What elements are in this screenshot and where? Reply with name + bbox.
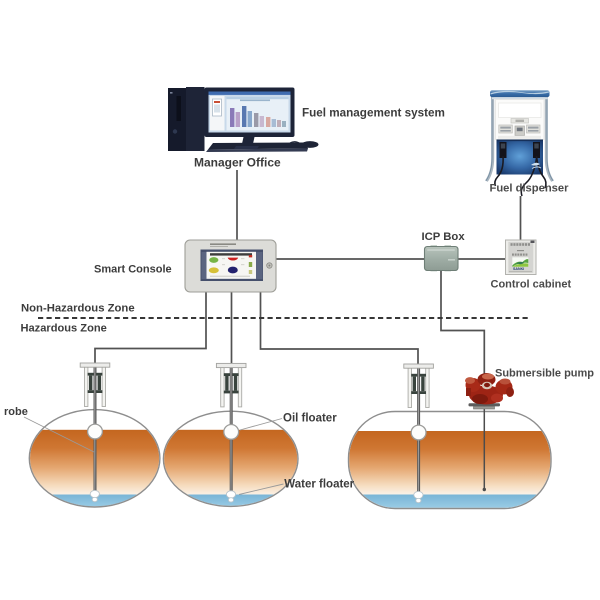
svg-text:Submersible pump: Submersible pump <box>495 368 594 380</box>
svg-text:SANKI: SANKI <box>513 267 524 271</box>
svg-text:Hazardous Zone: Hazardous Zone <box>21 323 107 335</box>
svg-text:Smart Console: Smart Console <box>94 264 172 276</box>
svg-text:Non-Hazardous Zone: Non-Hazardous Zone <box>21 302 135 314</box>
svg-text:robe: robe <box>4 406 28 418</box>
svg-text:Manager Office: Manager Office <box>194 156 281 170</box>
svg-text:Control cabinet: Control cabinet <box>491 279 572 291</box>
svg-text:Fuel dispenser: Fuel dispenser <box>490 183 570 195</box>
svg-text:Water floater: Water floater <box>284 479 354 491</box>
svg-text:Oil floater: Oil floater <box>283 412 337 424</box>
svg-text:Fuel management system: Fuel management system <box>302 107 445 120</box>
svg-text:ICP Box: ICP Box <box>422 231 466 243</box>
